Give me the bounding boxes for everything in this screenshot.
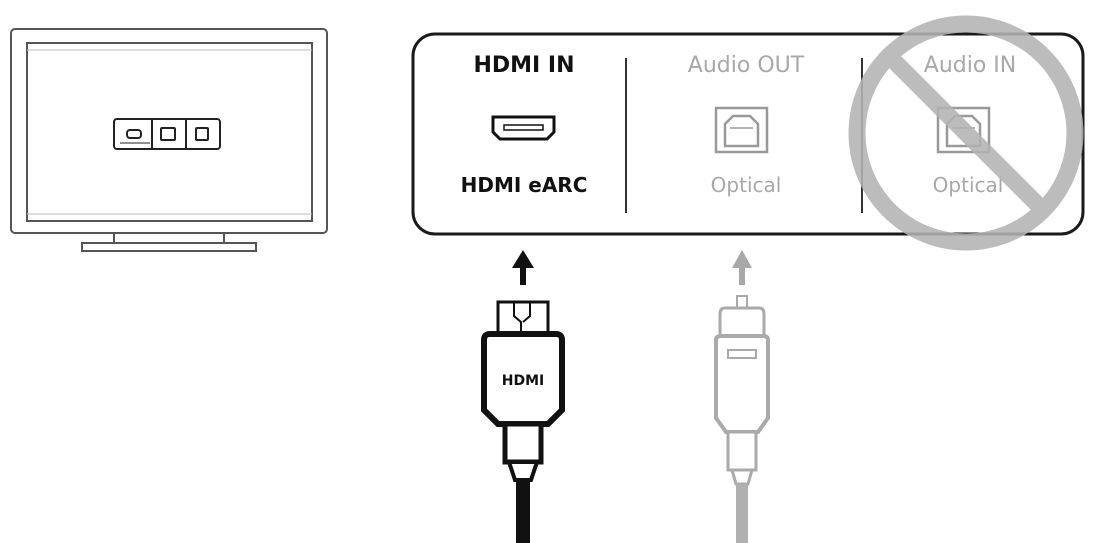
hdmi-connector-tip	[496, 300, 550, 336]
hdmi-cable-wire	[516, 480, 530, 543]
audio-out-optical-label: Optical	[711, 173, 782, 197]
tv-stand-base	[81, 242, 257, 252]
audio-out-heading: Audio OUT	[688, 53, 805, 78]
hdmi-in-heading: HDMI IN	[473, 53, 574, 78]
hdmi-strain-relief	[502, 421, 544, 465]
optical-cable-wire	[736, 484, 748, 543]
hdmi-connector-label: HDMI	[502, 373, 544, 389]
hdmi-arrow-up-icon	[512, 250, 534, 285]
tv-stand-neck	[113, 232, 225, 244]
hdmi-port-icon	[491, 115, 556, 141]
hdmi-port-pins	[503, 124, 544, 131]
hdmi-cable-boot	[506, 460, 540, 482]
optical-connector-grip	[727, 349, 757, 359]
tv-icon	[10, 28, 328, 252]
audio-in-optical-label: Optical	[933, 173, 1004, 197]
tv-screen	[26, 42, 313, 222]
optical-cable	[714, 250, 770, 543]
optical-connector-head	[718, 306, 766, 338]
hdmi-connector-body	[481, 331, 565, 427]
hdmi-earc-label: HDMI eARC	[461, 173, 588, 197]
prohibited-icon	[848, 15, 1084, 251]
optical-arrow-up-icon	[732, 250, 752, 285]
optical-strain-relief	[726, 430, 758, 472]
tv-bezel	[10, 28, 328, 234]
optical-connector-body	[714, 334, 770, 434]
audio-in-heading: Audio IN	[924, 53, 1016, 78]
hdmi-cable: HDMI	[481, 250, 565, 543]
hdmi-connector-detail	[513, 303, 531, 334]
optical-cable-boot	[730, 468, 754, 486]
tv-port-panel	[113, 118, 221, 150]
optical-port-icon	[714, 106, 769, 154]
optical-connector-tip	[736, 295, 748, 309]
